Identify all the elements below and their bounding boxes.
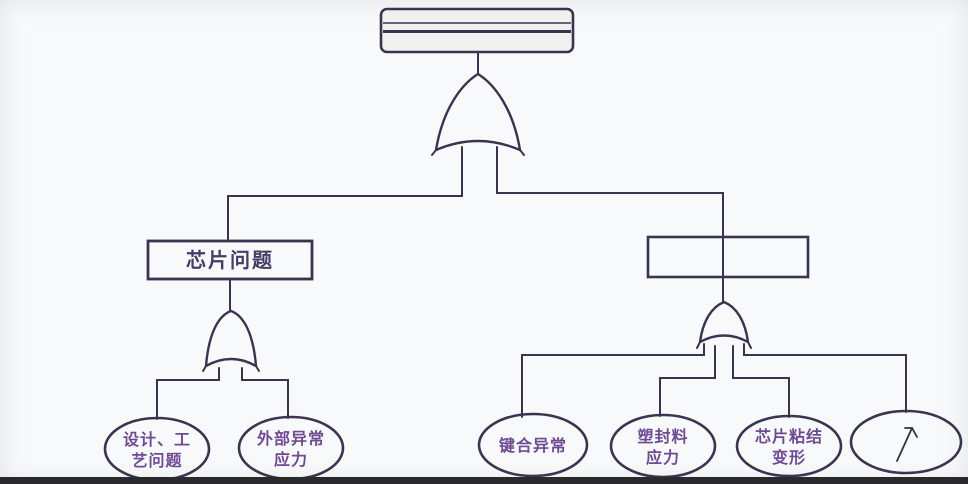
- connector: [496, 146, 724, 303]
- basic-event-5: 芯片粘结 变形: [735, 414, 843, 478]
- basic-event-1-line1: 设计、工: [123, 430, 191, 449]
- or-gate-top: [431, 72, 525, 156]
- basic-event-4-line2: 应力: [646, 448, 680, 467]
- or-gate-left: [202, 309, 260, 372]
- top-event-box: [379, 7, 575, 54]
- connector: [743, 343, 907, 413]
- intermediate-box-left: 芯片问题: [146, 239, 314, 281]
- mouse-cursor-icon: [896, 427, 918, 462]
- basic-event-3-line1: 键合异常: [498, 436, 567, 455]
- basic-event-3: 键合异常: [477, 412, 589, 478]
- connector: [227, 146, 463, 242]
- basic-event-4: 塑封料 应力: [609, 413, 717, 479]
- basic-event-2-line2: 应力: [274, 450, 308, 469]
- intermediate-box-right: [646, 235, 810, 279]
- connector: [521, 343, 705, 418]
- connector: [156, 367, 220, 420]
- connector: [241, 367, 289, 419]
- basic-event-2-line1: 外部异常: [256, 429, 325, 448]
- or-gate-right: [696, 300, 752, 349]
- basic-event-5-line2: 变形: [772, 448, 806, 467]
- connector-lines: [156, 39, 907, 420]
- basic-event-1: 设计、工 艺问题: [103, 416, 211, 482]
- basic-event-1-line2: 艺问题: [131, 451, 182, 470]
- basic-event-2: 外部异常 应力: [237, 415, 345, 481]
- bottom-edge-bar: [0, 477, 968, 484]
- intermediate-box-left-label: 芯片问题: [186, 248, 274, 272]
- basic-event-5-line1: 芯片粘结: [755, 427, 823, 446]
- connector: [732, 345, 790, 418]
- basic-event-6: [849, 409, 963, 475]
- basic-event-4-line1: 塑封料: [637, 427, 688, 446]
- connector: [659, 345, 716, 417]
